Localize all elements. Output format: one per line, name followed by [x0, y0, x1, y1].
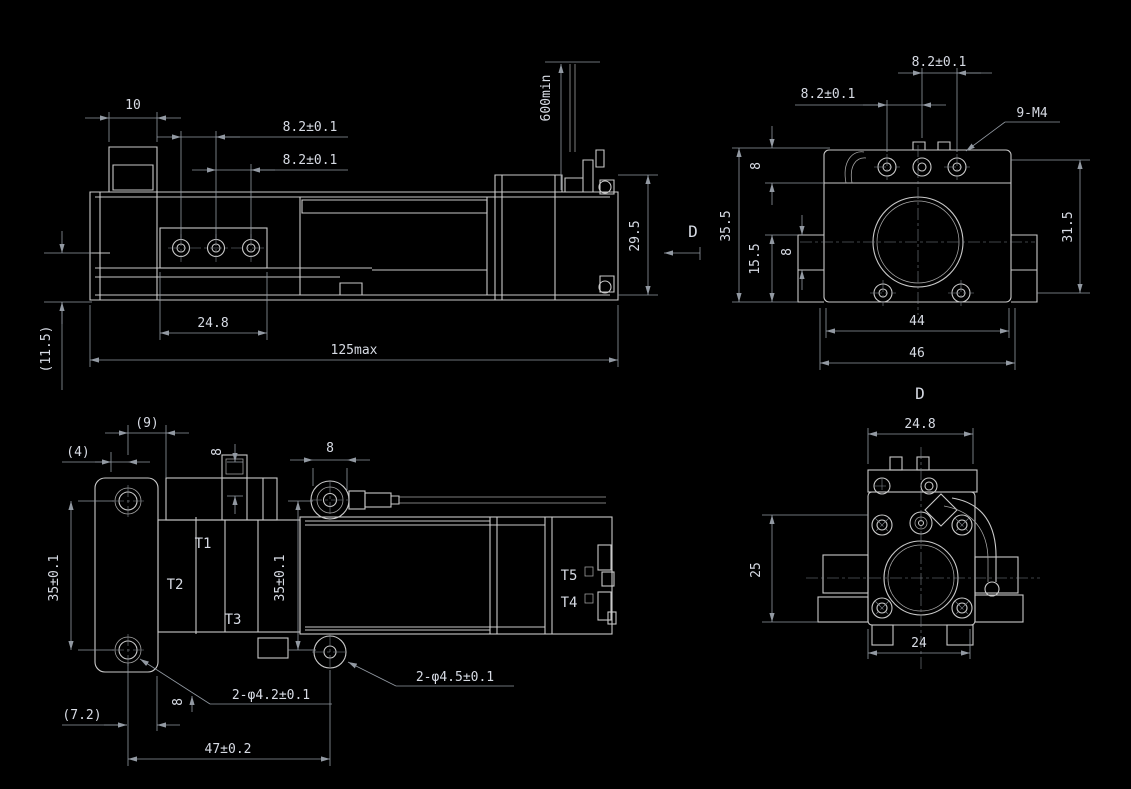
side-view-dimensions [44, 61, 701, 390]
side-view: 10 8.2±0.1 8.2±0.1 600min 29.5 D (11.5) … [39, 61, 701, 390]
dim-31-5: 31.5 [1061, 211, 1076, 242]
dim-ref-9: (9) [135, 416, 158, 431]
dim-hole-pitch-1: 8.2±0.1 [283, 120, 338, 135]
dim-8-top: 8 [749, 162, 764, 170]
section-d-dimensions [762, 428, 974, 659]
top-view-centerlines [112, 481, 350, 670]
dim-overall-125max: 125max [331, 343, 378, 358]
section-d-crosses [874, 478, 970, 616]
dim-35-mid: 35±0.1 [273, 555, 288, 602]
dim-ref-4: (4) [66, 445, 89, 460]
dim-35-5: 35.5 [719, 210, 734, 241]
dim-25: 25 [749, 562, 764, 578]
dim-lead-wire-length: 600min [539, 75, 554, 122]
view-label-d: D [915, 384, 925, 403]
dim-hole-pitch-2: 8.2±0.1 [283, 153, 338, 168]
dim-44: 44 [909, 314, 925, 329]
dim-pitch-left: 8.2±0.1 [801, 87, 856, 102]
dim-24-8: 24.8 [904, 417, 935, 432]
rear-view: 8.2±0.1 8.2±0.1 9-M4 35.5 8 15.5 8 44 46… [719, 55, 1090, 403]
hole-callout-4-5: 2-φ4.5±0.1 [416, 670, 494, 685]
dim-15-5: 15.5 [748, 243, 763, 274]
hole-callout-4-2: 2-φ4.2±0.1 [232, 688, 310, 703]
port-label-t4: T4 [561, 595, 578, 611]
top-view-geometry [94, 454, 617, 673]
section-d-centerlines [806, 447, 1040, 672]
top-view-dimensions [62, 425, 514, 766]
section-arrow-label: D [688, 222, 698, 241]
dim-block-width: 10 [125, 98, 141, 113]
dim-35-left: 35±0.1 [47, 555, 62, 602]
port-label-t5: T5 [561, 568, 578, 584]
dim-8-inner: 8 [780, 248, 795, 256]
section-d-geometry [817, 456, 1024, 646]
section-d-view: 24.8 25 24 [749, 417, 1040, 672]
top-view: (9) (4) 8 8 T1 T2 T3 T5 T4 35±0.1 35±0.1… [47, 416, 617, 766]
port-label-t1: T1 [195, 536, 212, 552]
dim-stub-8: 8 [210, 448, 225, 456]
thread-callout-9-m4: 9-M4 [1016, 106, 1047, 121]
dim-ref-7-2: (7.2) [62, 708, 101, 723]
dim-24: 24 [911, 636, 927, 651]
dim-pitch-top: 8.2±0.1 [912, 55, 967, 70]
dim-plate-24-8: 24.8 [197, 316, 228, 331]
rear-view-dimensions [732, 68, 1090, 370]
dim-height-29-5: 29.5 [628, 220, 643, 251]
rear-view-centerlines [800, 145, 1035, 315]
dim-ref-11-5: (11.5) [39, 326, 54, 373]
dim-lower-8: 8 [171, 698, 186, 706]
side-view-centerlines [168, 234, 264, 262]
dim-boss-8: 8 [326, 441, 334, 456]
port-label-t2: T2 [167, 577, 184, 593]
rear-view-geometry [797, 141, 1038, 303]
dim-46: 46 [909, 346, 925, 361]
port-label-t3: T3 [225, 612, 242, 628]
dim-span-47: 47±0.2 [205, 742, 252, 757]
